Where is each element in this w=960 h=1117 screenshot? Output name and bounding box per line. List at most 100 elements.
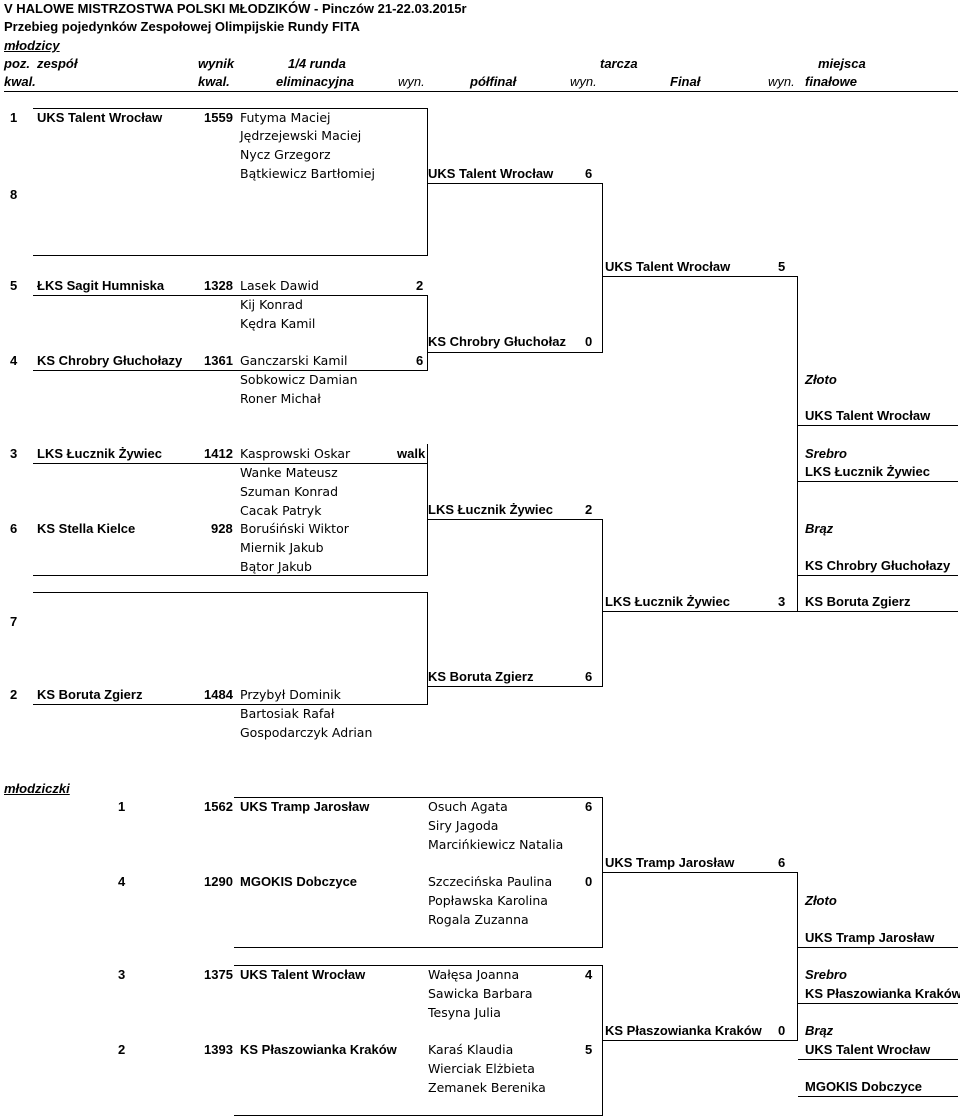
final-team: UKS Talent Wrocław bbox=[605, 259, 731, 274]
member-name: Ganczarski Kamil bbox=[240, 353, 348, 368]
team-name: ŁKS Sagit Humniska bbox=[37, 278, 165, 293]
col-runda: 1/4 runda bbox=[288, 56, 346, 71]
medal-line bbox=[798, 575, 958, 576]
semi-team: UKS Talent Wrocław bbox=[428, 166, 554, 181]
pos-6: 6 bbox=[10, 521, 18, 536]
page-title: V HALOWE MISTRZOSTWA POLSKI MŁODZIKÓW - … bbox=[4, 1, 467, 16]
col-wyn2: wyn. bbox=[570, 74, 597, 89]
member-name: Sobkowicz Damian bbox=[240, 372, 358, 387]
member-name: Przybył Dominik bbox=[240, 687, 341, 702]
col-wyn1: wyn. bbox=[398, 74, 425, 89]
bracket-line bbox=[427, 108, 428, 255]
bracket-line bbox=[33, 370, 428, 371]
member-name: Bątor Jakub bbox=[240, 559, 312, 574]
match-result: 5 bbox=[585, 1042, 593, 1057]
final-result: 6 bbox=[778, 855, 786, 870]
bronze-team: KS Boruta Zgierz bbox=[805, 594, 911, 609]
bracket-line bbox=[33, 255, 428, 256]
bronze-team: KS Chrobry Głuchołazy bbox=[805, 558, 951, 573]
semi-team: KS Boruta Zgierz bbox=[428, 669, 534, 684]
final-result: 3 bbox=[778, 594, 786, 609]
bracket-line bbox=[602, 965, 603, 1115]
match-result: 0 bbox=[585, 874, 593, 889]
bracket-line bbox=[603, 872, 797, 873]
team-name: UKS Tramp Jarosław bbox=[240, 799, 370, 814]
qual-score: 1559 bbox=[204, 110, 233, 125]
gold-team: UKS Tramp Jarosław bbox=[805, 930, 935, 945]
bracket-line bbox=[428, 519, 602, 520]
col-kwal: kwal. bbox=[4, 74, 36, 89]
team-name: UKS Talent Wrocław bbox=[240, 967, 366, 982]
member-name: Jędrzejewski Maciej bbox=[240, 128, 362, 143]
bracket-line bbox=[428, 183, 602, 184]
bracket-line bbox=[602, 183, 603, 353]
team-name: KS Płaszowianka Kraków bbox=[240, 1042, 397, 1057]
member-name: Tesyna Julia bbox=[428, 1005, 501, 1020]
qual-score: 1290 bbox=[204, 874, 233, 889]
member-name: Bartosiak Rafał bbox=[240, 706, 335, 721]
col-miejsca: miejsca bbox=[818, 56, 866, 71]
member-name: Marcińkiewicz Natalia bbox=[428, 837, 564, 852]
pos-1: 1 bbox=[10, 110, 18, 125]
bracket-line bbox=[427, 295, 428, 370]
bracket-line bbox=[33, 575, 428, 576]
final-result: 5 bbox=[778, 259, 786, 274]
bracket-line bbox=[33, 295, 427, 296]
bracket-line bbox=[603, 1040, 798, 1041]
team-name: KS Stella Kielce bbox=[37, 521, 136, 536]
member-name: Szuman Konrad bbox=[240, 484, 339, 499]
bracket-line bbox=[427, 444, 428, 575]
member-name: Osuch Agata bbox=[428, 799, 508, 814]
bracket-line bbox=[797, 872, 798, 1040]
final-result: 0 bbox=[778, 1023, 786, 1038]
qual-score: 1393 bbox=[204, 1042, 233, 1057]
team-name: KS Boruta Zgierz bbox=[37, 687, 143, 702]
final-team: LKS Łucznik Żywiec bbox=[605, 594, 730, 609]
pos-5: 5 bbox=[10, 278, 18, 293]
member-name: Kędra Kamil bbox=[240, 316, 316, 331]
bronze-team: MGOKIS Dobczyce bbox=[805, 1079, 923, 1094]
member-name: Rogala Zuzanna bbox=[428, 912, 529, 927]
match-result: 6 bbox=[416, 353, 424, 368]
semi-result: 0 bbox=[585, 334, 593, 349]
match-result: 6 bbox=[585, 799, 593, 814]
col-wyn3: wyn. bbox=[768, 74, 795, 89]
bracket-line bbox=[602, 797, 603, 947]
pos-1: 1 bbox=[118, 799, 126, 814]
pos-2: 2 bbox=[118, 1042, 126, 1057]
pos-8: 8 bbox=[10, 187, 18, 202]
semi-team: LKS Łucznik Żywiec bbox=[428, 502, 553, 517]
match-result: 2 bbox=[416, 278, 424, 293]
pos-2: 2 bbox=[10, 687, 18, 702]
bracket-line bbox=[427, 592, 428, 704]
bracket-line bbox=[603, 611, 798, 612]
member-name: Wierciak Elżbieta bbox=[428, 1061, 535, 1076]
qual-score: 1412 bbox=[204, 446, 233, 461]
bracket-line bbox=[234, 965, 602, 966]
qual-score: 928 bbox=[211, 521, 233, 536]
silver-label: Srebro bbox=[805, 446, 847, 461]
semi-result: 6 bbox=[585, 669, 593, 684]
bronze-label: Brąz bbox=[805, 1023, 834, 1038]
pos-3: 3 bbox=[10, 446, 18, 461]
col-tarcza: tarcza bbox=[600, 56, 638, 71]
page-subtitle: Przebieg pojedynków Zespołowej Olimpijsk… bbox=[4, 19, 360, 34]
col-poz: poz. bbox=[4, 56, 30, 71]
header-rule bbox=[4, 91, 958, 92]
member-name: Popławska Karolina bbox=[428, 893, 548, 908]
medal-line bbox=[798, 1059, 958, 1060]
col-eliminacyjna: eliminacyjna bbox=[276, 74, 355, 89]
semi-result: 2 bbox=[585, 502, 593, 517]
category-girls: młodziczki bbox=[4, 781, 70, 796]
final-team: KS Płaszowianka Kraków bbox=[605, 1023, 762, 1038]
member-name: Futyma Maciej bbox=[240, 110, 331, 125]
member-name: Kij Konrad bbox=[240, 297, 303, 312]
member-name: Bątkiewicz Bartłomiej bbox=[240, 166, 375, 181]
category-boys: młodzicy bbox=[4, 38, 60, 53]
semi-result: 6 bbox=[585, 166, 593, 181]
team-name: MGOKIS Dobczyce bbox=[240, 874, 358, 889]
final-team: UKS Tramp Jarosław bbox=[605, 855, 735, 870]
bronze-label: Brąz bbox=[805, 521, 834, 536]
qual-score: 1484 bbox=[204, 687, 233, 702]
medal-line bbox=[798, 611, 958, 612]
